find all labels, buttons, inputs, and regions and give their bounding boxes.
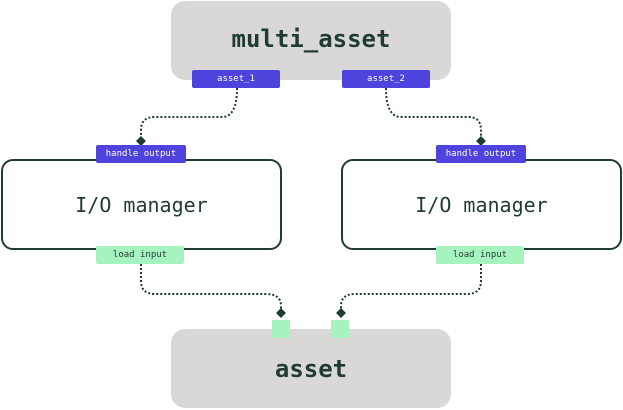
output-tag-asset-1-label: asset_1	[217, 74, 255, 84]
output-tag-asset-2: asset_2	[342, 70, 430, 88]
connector-right-io-to-asset	[340, 264, 482, 313]
handle-output-right-label: handle output	[445, 149, 517, 159]
multi-asset-label: multi_asset	[231, 24, 391, 53]
io-manager-left-node[interactable]: I/O manager	[1, 159, 282, 250]
output-tag-asset-1: asset_1	[192, 70, 280, 88]
load-input-tag-left: load input	[96, 246, 184, 264]
connector-asset2-to-right-io	[385, 87, 482, 141]
multi-asset-node[interactable]: multi_asset	[171, 1, 451, 80]
io-manager-right-node[interactable]: I/O manager	[341, 159, 622, 250]
handle-output-tag-right: handle output	[436, 145, 526, 163]
input-port-right	[331, 320, 349, 338]
arrow-head-left-port	[276, 308, 286, 318]
load-input-left-label: load input	[112, 250, 168, 260]
output-tag-asset-2-label: asset_2	[367, 74, 405, 84]
arrow-head-right-io	[476, 136, 486, 146]
asset-node[interactable]: asset	[171, 329, 451, 408]
handle-output-tag-left: handle output	[96, 145, 186, 163]
io-manager-left-label: I/O manager	[75, 192, 208, 217]
io-manager-right-label: I/O manager	[415, 192, 548, 217]
arrow-head-left-io	[136, 136, 146, 146]
input-port-left	[272, 320, 290, 338]
connector-asset1-to-left-io	[140, 87, 238, 141]
handle-output-left-label: handle output	[105, 149, 177, 159]
arrow-head-right-port	[336, 308, 346, 318]
connector-left-io-to-asset	[140, 264, 282, 313]
load-input-right-label: load input	[452, 250, 508, 260]
asset-label: asset	[274, 354, 348, 383]
load-input-tag-right: load input	[436, 246, 524, 264]
